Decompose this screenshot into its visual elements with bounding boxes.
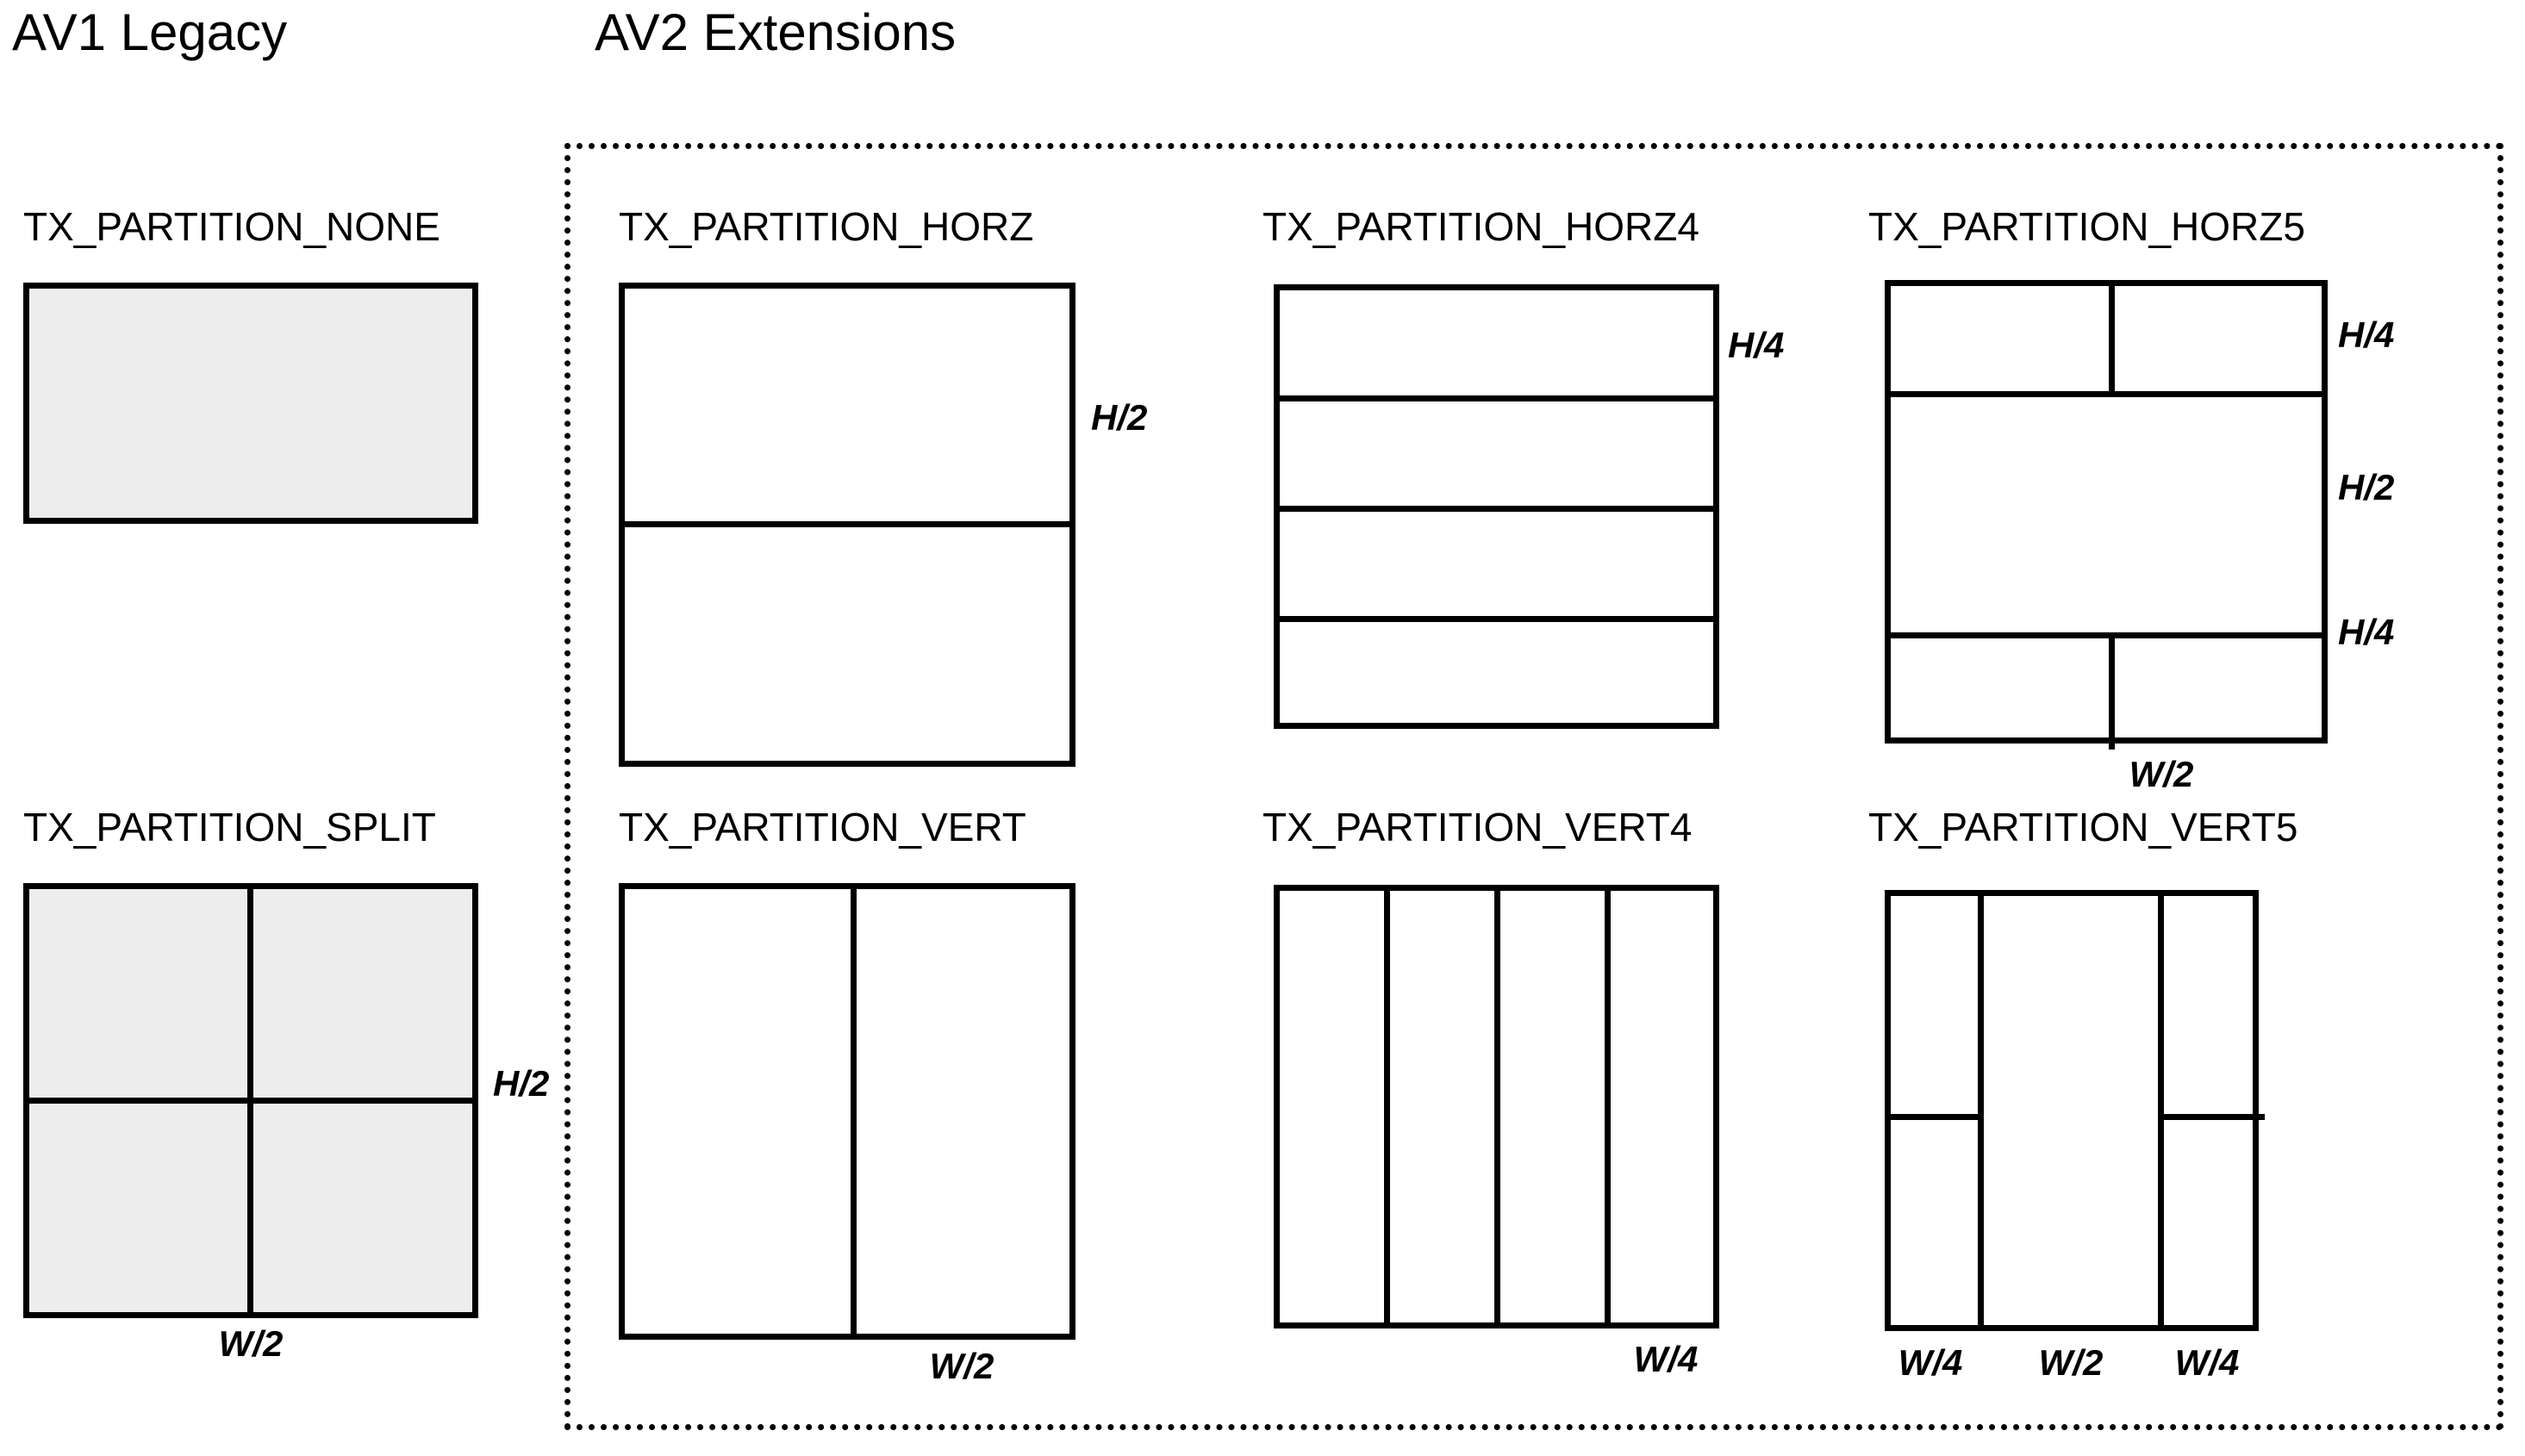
- vert5-divider-right: [2158, 896, 2164, 1325]
- dim-vert5-w4-left: W/4: [1898, 1342, 1963, 1383]
- partition-tx-partition-vert: TX_PARTITION_VERT W/2: [619, 807, 1170, 1393]
- dim-split-w2: W/2: [218, 1323, 284, 1364]
- split-vertical-divider: [247, 889, 253, 1312]
- block-horz5: [1885, 280, 2328, 750]
- block-vert5: [1885, 890, 2265, 1331]
- block-none: [23, 283, 478, 524]
- block-split: [23, 883, 478, 1318]
- partition-label-vert5: TX_PARTITION_VERT5: [1868, 805, 2298, 849]
- dim-split-h2: H/2: [493, 1063, 550, 1104]
- dim-vert-w2: W/2: [929, 1346, 994, 1386]
- partition-tx-partition-none: TX_PARTITION_NONE: [23, 207, 506, 569]
- horz4-divider-1: [1280, 395, 1713, 401]
- block-vert4: [1274, 885, 1719, 1328]
- section-heading-av2: AV2 Extensions: [595, 3, 957, 61]
- horz5-bottom-vertical-divider: [2109, 632, 2115, 750]
- partition-label-vert: TX_PARTITION_VERT: [619, 805, 1026, 849]
- vert4-divider-1: [1384, 891, 1390, 1322]
- partition-label-horz5: TX_PARTITION_HORZ5: [1868, 204, 2305, 249]
- horz5-divider-bottom: [1891, 632, 2322, 638]
- partition-label-horz4: TX_PARTITION_HORZ4: [1262, 204, 1699, 249]
- vert-divider-1: [851, 889, 857, 1334]
- partition-label-vert4: TX_PARTITION_VERT4: [1262, 805, 1693, 849]
- horz5-top-vertical-divider: [2109, 286, 2115, 391]
- dim-horz-h2: H/2: [1091, 397, 1148, 438]
- dim-vert5-w4-right: W/4: [2174, 1342, 2240, 1383]
- vert5-right-horizontal-divider: [2158, 1114, 2265, 1120]
- partition-tx-partition-horz: TX_PARTITION_HORZ H/2: [619, 204, 1170, 767]
- dim-vert4-w4: W/4: [1633, 1339, 1699, 1379]
- dim-vert5-w2: W/2: [2038, 1342, 2104, 1383]
- partition-tx-partition-split: TX_PARTITION_SPLIT H/2 W/2: [23, 807, 558, 1393]
- horz5-divider-top: [1891, 391, 2322, 397]
- horz-divider-1: [625, 521, 1069, 527]
- partition-tx-partition-horz5: TX_PARTITION_HORZ5 H/4 H/2 H/4 W/2: [1868, 207, 2506, 827]
- vert4-divider-3: [1605, 891, 1611, 1322]
- partition-label-split: TX_PARTITION_SPLIT: [23, 805, 436, 849]
- block-horz: [619, 283, 1075, 767]
- partition-tx-partition-vert5: TX_PARTITION_VERT5 W/4 W/2 W/4: [1868, 807, 2506, 1410]
- horz4-divider-3: [1280, 616, 1713, 622]
- dim-horz5-h2: H/2: [2338, 467, 2395, 507]
- dim-horz5-w2: W/2: [2129, 754, 2194, 794]
- vert4-divider-2: [1494, 891, 1500, 1322]
- dim-horz5-h4-bottom: H/4: [2338, 612, 2395, 652]
- partition-tx-partition-vert4: TX_PARTITION_VERT4 W/4: [1262, 807, 1831, 1393]
- dim-horz4-h4: H/4: [1728, 325, 1785, 365]
- block-vert: [619, 883, 1075, 1340]
- partition-tx-partition-horz4: TX_PARTITION_HORZ4 H/4: [1262, 207, 1831, 758]
- vert5-left-horizontal-divider: [1891, 1114, 1978, 1120]
- vert5-divider-left: [1978, 896, 1984, 1325]
- horz4-divider-2: [1280, 506, 1713, 512]
- partition-label-horz: TX_PARTITION_HORZ: [619, 204, 1034, 249]
- av2-extensions-group-box: [564, 143, 2503, 1430]
- block-horz4: [1274, 284, 1719, 729]
- partition-label-none: TX_PARTITION_NONE: [23, 204, 440, 249]
- section-heading-av1: AV1 Legacy: [12, 3, 288, 61]
- dim-horz5-h4-top: H/4: [2338, 314, 2395, 355]
